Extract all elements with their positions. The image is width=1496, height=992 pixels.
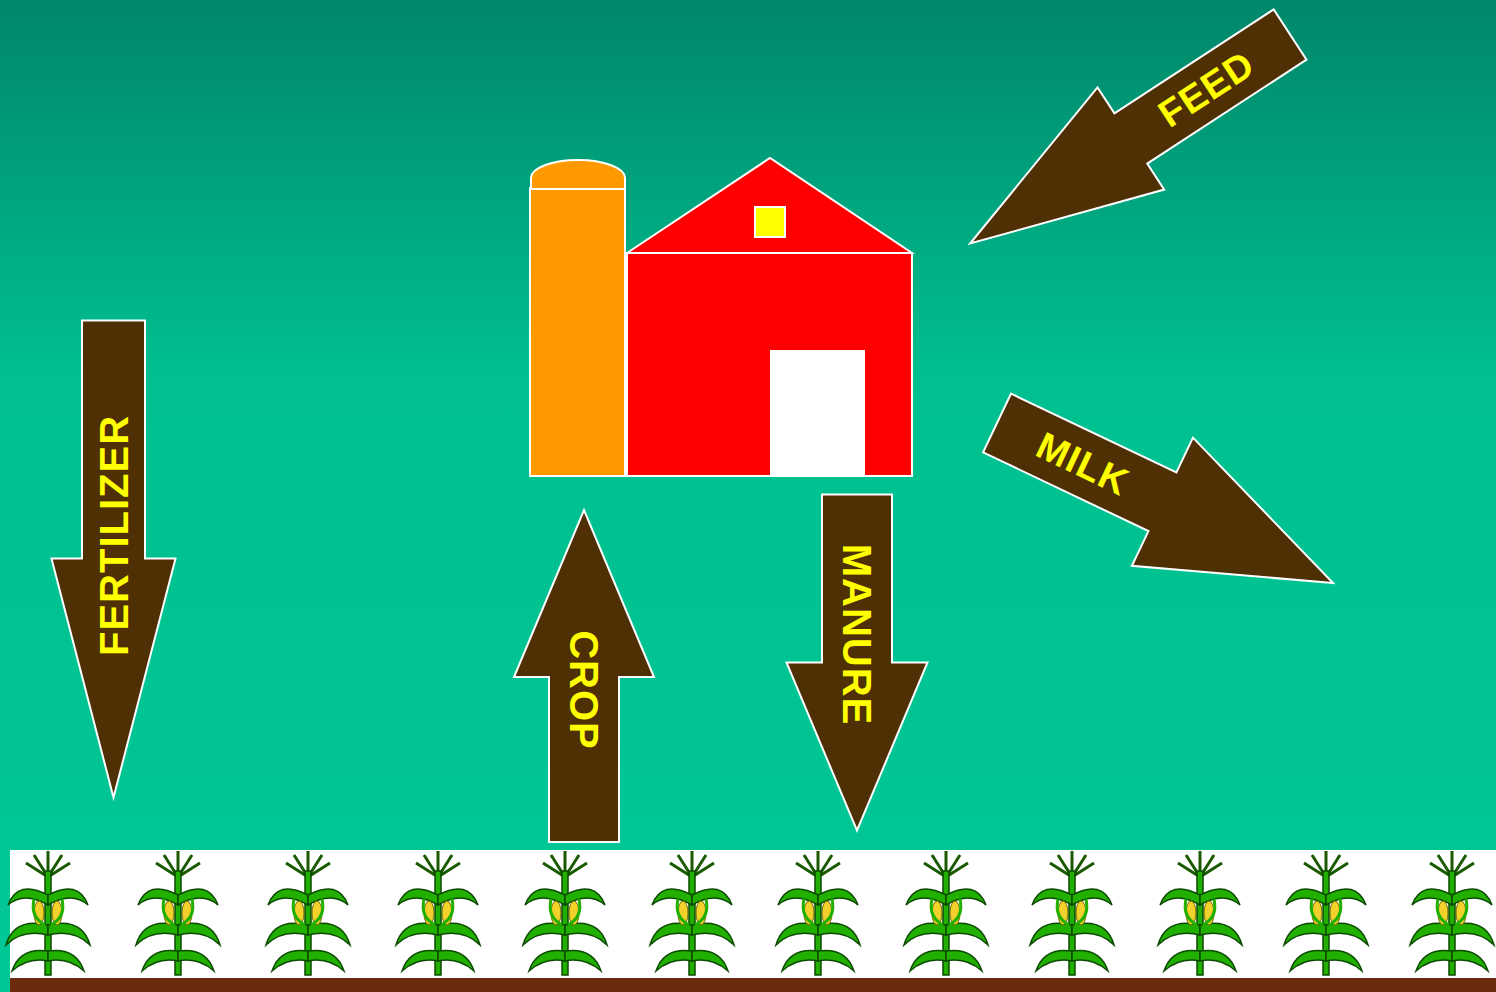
corn-plant	[396, 851, 480, 975]
arrow-shape	[966, 359, 1363, 647]
silo-dome	[531, 160, 625, 189]
corn-plant	[523, 851, 607, 975]
corn-row	[6, 851, 1494, 975]
arrow-outline	[787, 494, 928, 830]
barn-roof	[627, 158, 912, 253]
corn-plant	[650, 851, 734, 975]
flow-arrow: FERTILIZER	[51, 320, 175, 797]
corn-plant	[1284, 851, 1368, 975]
corn-plant	[904, 851, 988, 975]
corn-plant	[266, 851, 350, 975]
barn-body	[627, 253, 912, 476]
silo	[530, 188, 625, 476]
arrow-shape	[937, 0, 1324, 294]
arrow-outline	[514, 510, 654, 842]
barn	[530, 158, 912, 476]
barn-window	[755, 207, 785, 237]
arrow-outline	[51, 320, 175, 797]
barn-door	[770, 350, 865, 476]
flow-arrow: FEED	[937, 0, 1324, 294]
arrow-label: FERTILIZER	[93, 414, 133, 655]
corn-plant	[136, 851, 220, 975]
corn-plant	[1410, 851, 1494, 975]
arrow-label: CROP	[564, 630, 604, 750]
arrow-outline	[937, 0, 1324, 294]
arrow-outline	[966, 359, 1363, 647]
corn-plant	[1030, 851, 1114, 975]
soil-strip	[10, 978, 1496, 992]
flow-arrow: CROP	[514, 510, 654, 842]
arrow-label: MANURE	[837, 543, 877, 725]
field-band	[10, 850, 1496, 980]
corn-plant	[1158, 851, 1242, 975]
flow-arrow: MILK	[966, 359, 1363, 647]
corn-plant	[6, 851, 90, 975]
corn-plant	[776, 851, 860, 975]
flow-arrow: MANURE	[787, 494, 928, 830]
